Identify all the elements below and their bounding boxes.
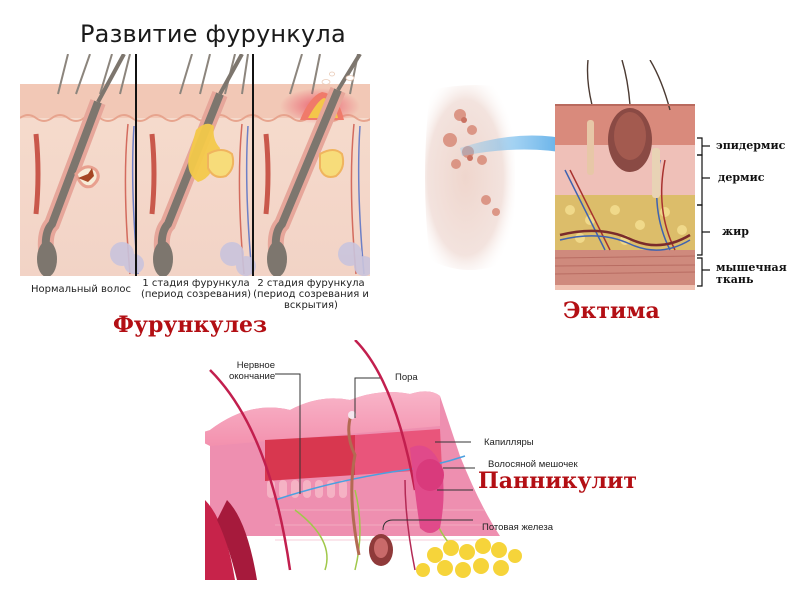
caption-line: Нормальный волос [30, 284, 132, 295]
label-epidermis: эпидермис [716, 139, 786, 152]
label-fat: жир [722, 225, 749, 238]
caption-stage-1: 1 стадия фурункула (период созревания) [140, 278, 252, 300]
furuncle-panel: Развитие фурункула [20, 16, 370, 336]
panniculitis-illustration [205, 340, 522, 580]
caption-line: вскрытия) [284, 300, 338, 311]
caption-normal-hair: Нормальный волос [26, 284, 136, 295]
caption-line: (период созревания) [140, 289, 252, 300]
label-sweat-gland: Потовая железа [482, 522, 554, 533]
label-muscle-tissue: мышечная ткань [716, 262, 787, 286]
caption-line: 2 стадия фурункула [257, 278, 365, 289]
label-hair-follicle: Волосяной мешочек [488, 459, 578, 470]
ecthyma-title: Эктима [563, 298, 660, 324]
label-capillaries: Капилляры [484, 437, 534, 448]
ecthyma-illustration [425, 60, 710, 290]
furunculosis-title: Фурункулез [113, 312, 268, 338]
label-line: мышечная [716, 261, 787, 274]
furuncle-heading: Развитие фурункула [80, 20, 346, 48]
panniculitis-panel: Нервное окончание Пора Капилляры Волосян… [205, 340, 637, 585]
caption-stage-2: 2 стадия фурункула (период созревания и … [252, 278, 370, 311]
label-line: окончание [229, 371, 276, 382]
panniculitis-title: Панникулит [478, 468, 637, 494]
ecthyma-panel: эпидермис дермис жир мышечная ткань Экти… [420, 60, 800, 330]
caption-line: 1 стадия фурункула [142, 278, 250, 289]
label-pore: Пора [395, 372, 418, 383]
caption-line: (период созревания и [253, 289, 369, 300]
label-line: Нервное [236, 360, 275, 371]
label-dermis: дермис [718, 171, 765, 184]
label-line: ткань [716, 273, 754, 286]
furuncle-stages-illustration [20, 54, 370, 276]
label-nerve-ending: Нервное окончание [229, 360, 275, 382]
